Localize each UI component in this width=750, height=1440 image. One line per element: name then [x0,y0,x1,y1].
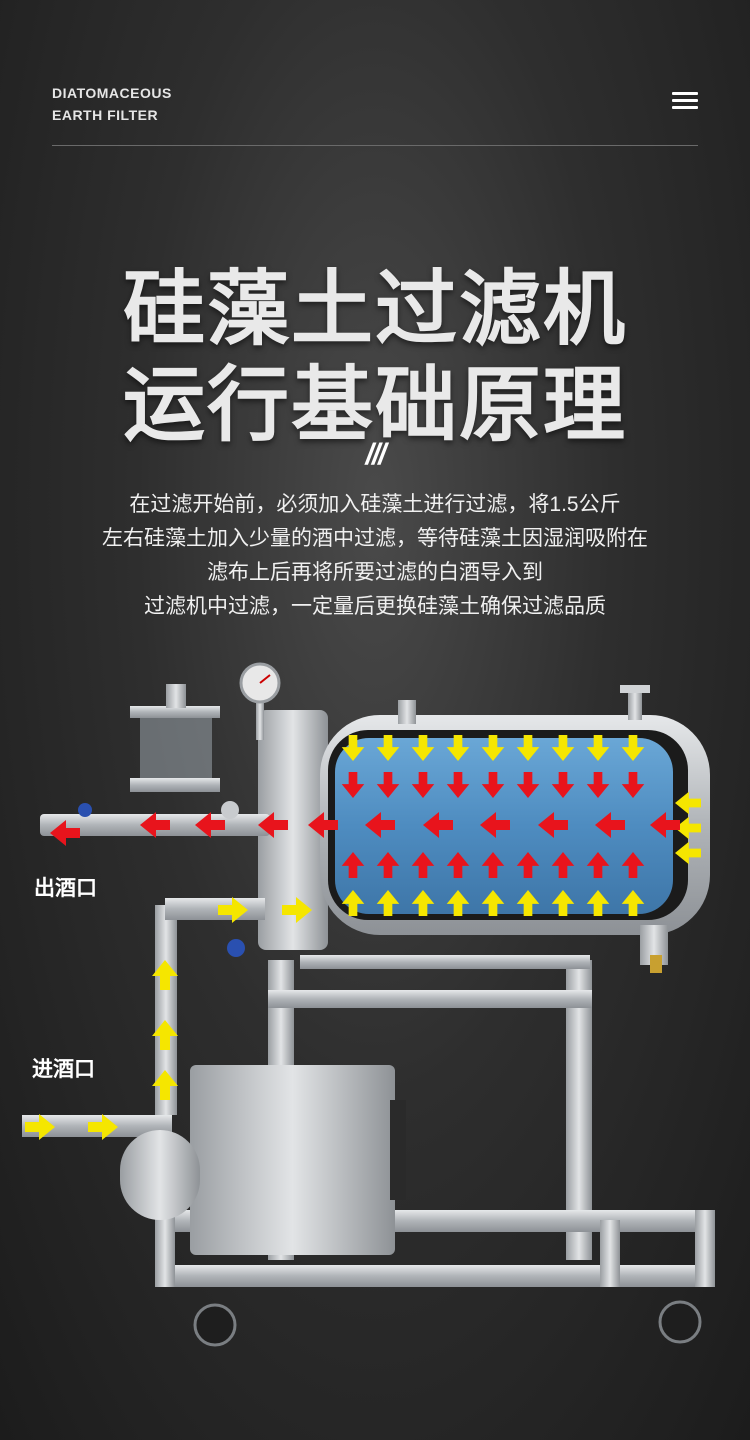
hamburger-menu-icon[interactable] [672,90,698,112]
brand-line-1: DIATOMACEOUS [52,85,172,101]
sight-glass [130,684,220,792]
page-title-line-1: 硅藻土过滤机 [122,262,627,357]
description-line: 在过滤开始前，必须加入硅藻土进行过滤，将1.5公斤 [129,493,621,516]
description-line: 滤布上后再将所要过滤的白酒导入到 [207,561,543,584]
header-divider [52,145,698,146]
description-line: 过滤机中过滤，一定量后更换硅藻土确保过滤品质 [144,595,606,618]
description-text: 在过滤开始前，必须加入硅藻土进行过滤，将1.5公斤 左右硅藻土加入少量的酒中过滤… [0,488,750,624]
description-line: 左右硅藻土加入少量的酒中过滤，等待硅藻土因湿润吸附在 [102,527,648,550]
quote-mark-icon: /// [365,438,386,471]
inlet-label: 进酒口 [32,1058,95,1081]
brand-logo-text: DIATOMACEOUS EARTH FILTER [52,82,172,126]
caster-wheels [193,1300,702,1347]
brand-line-2: EARTH FILTER [52,107,159,123]
pump-motor [120,1065,406,1255]
filter-machine-diagram [22,662,715,1347]
page-title-line-2: 运行基础原理 [122,358,627,453]
pressure-gauge-icon [239,662,281,740]
outlet-label: 出酒口 [34,877,97,900]
